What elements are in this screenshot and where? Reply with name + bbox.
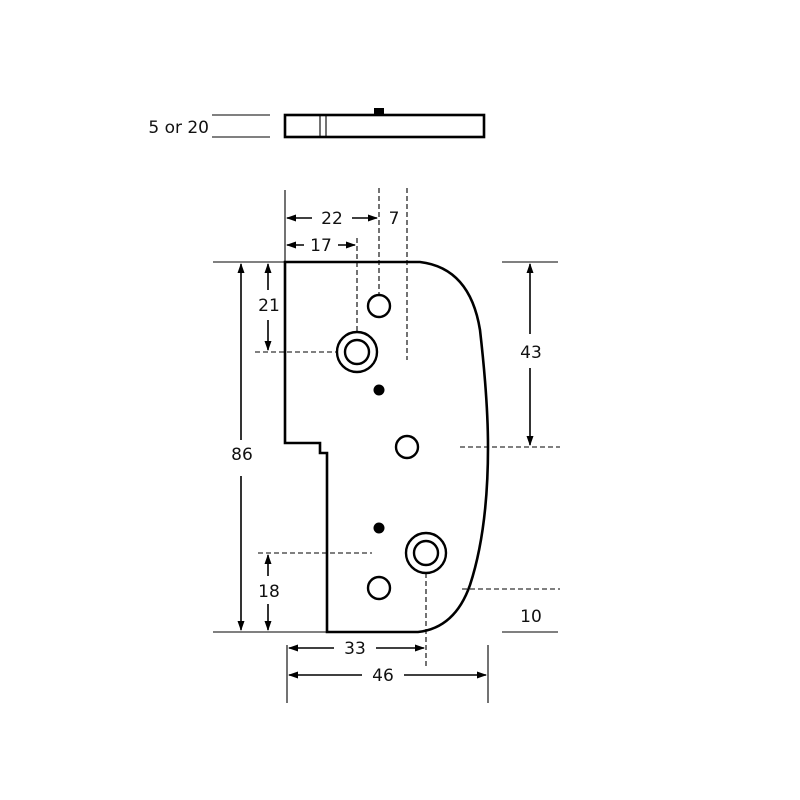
mounting-hole-top (366, 293, 392, 319)
dim-43-label: 43 (520, 343, 542, 363)
dim-7-label: 7 (389, 209, 400, 229)
plan-view (283, 260, 490, 634)
dim-21-label: 21 (258, 296, 280, 316)
mounting-hole-middle (394, 434, 420, 460)
pin-dot-bottom (373, 522, 385, 534)
dimension-labels: 22 7 17 21 86 43 18 10 33 46 (231, 209, 542, 686)
mounting-hole-bottom (366, 575, 392, 601)
thickness-label: 5 or 20 (148, 118, 209, 138)
countersunk-hole-bottom-inner (412, 539, 440, 567)
dim-18-label: 18 (258, 582, 280, 602)
side-view-plate (283, 113, 486, 139)
pin-dot-top (373, 384, 385, 396)
dim-86-label: 86 (231, 445, 253, 465)
plate-outline (283, 260, 490, 634)
dim-10-label: 10 (520, 607, 542, 627)
side-view: 5 or 20 (148, 108, 486, 139)
dim-17-label: 17 (310, 236, 332, 256)
dim-46-label: 46 (372, 666, 394, 686)
dim-22-label: 22 (321, 209, 343, 229)
extension-lines (213, 188, 560, 703)
side-view-pin (374, 108, 384, 115)
countersunk-hole-top-inner (343, 338, 371, 366)
dimension-arrows (237, 214, 534, 679)
dim-33-label: 33 (344, 639, 366, 659)
